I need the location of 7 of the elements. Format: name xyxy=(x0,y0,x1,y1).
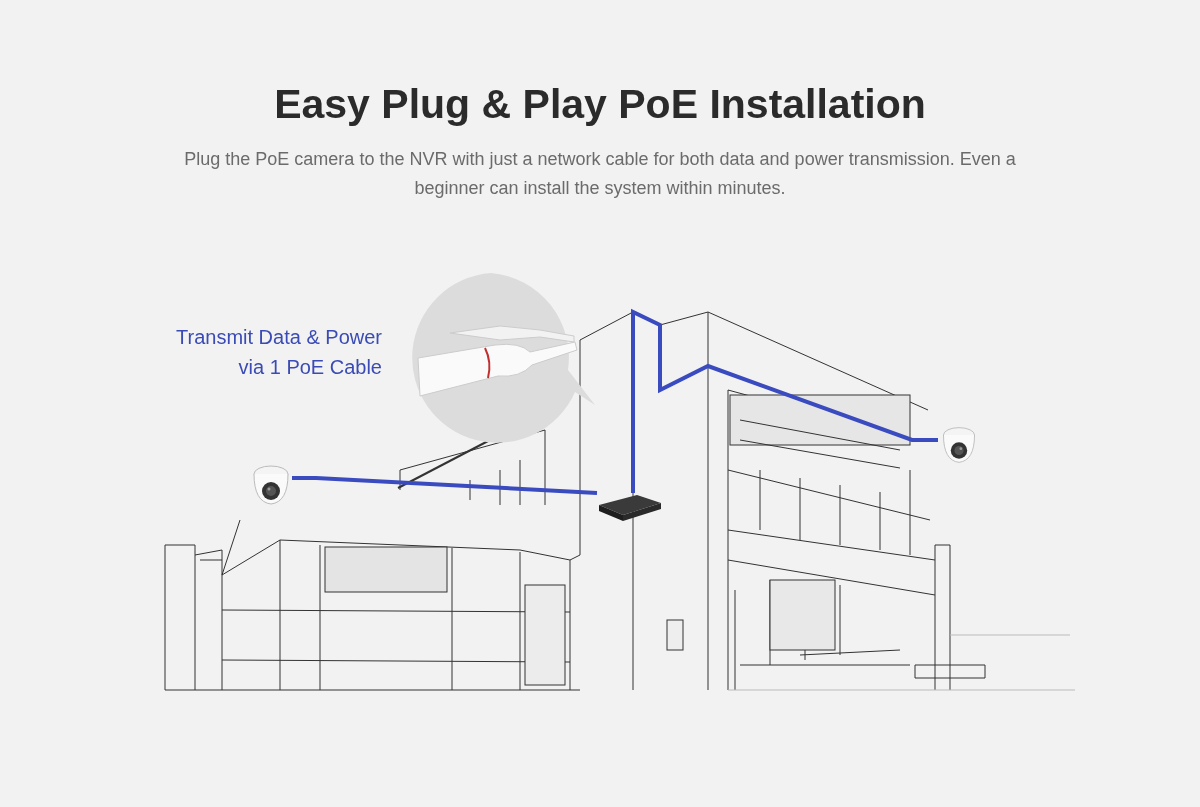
dome-camera-icon xyxy=(250,462,292,508)
callout-text: Transmit Data & Power via 1 PoE Cable xyxy=(175,325,382,380)
network-cable xyxy=(292,476,598,495)
video-recorder-icon xyxy=(597,493,663,523)
title: Easy Plug & Play PoE Installation xyxy=(274,80,926,129)
subtitle: Plug the PoE camera to the NVR with just a network cable for both data and power transmission. Even a beginner can install the system within minutes. xyxy=(183,148,1017,200)
network-cable xyxy=(631,308,938,493)
